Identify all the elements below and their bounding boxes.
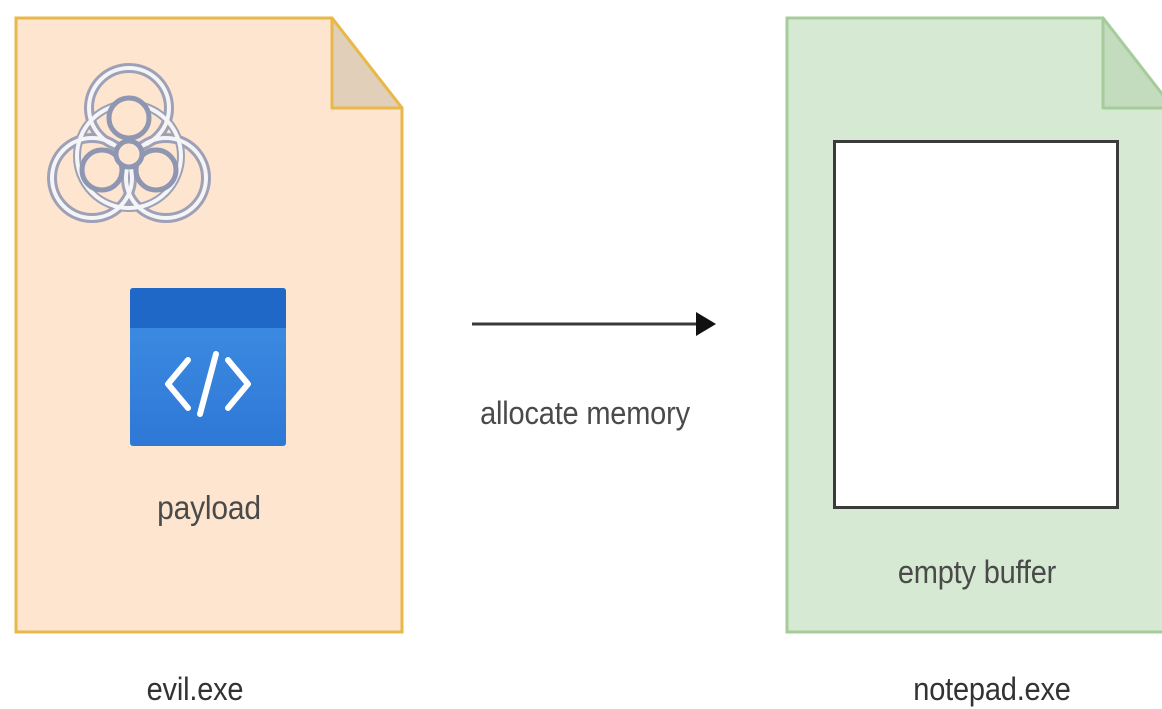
- code-window-titlebar: [130, 288, 286, 328]
- empty-buffer-box: [833, 140, 1119, 509]
- evil-exe-document: payload: [14, 16, 404, 634]
- biohazard-icon: [44, 50, 214, 245]
- payload-label: payload: [157, 489, 261, 527]
- notepad-exe-name: notepad.exe: [913, 672, 1071, 708]
- allocate-memory-arrow: [470, 308, 720, 340]
- code-window-icon: [130, 288, 286, 446]
- allocate-memory-label: allocate memory: [480, 396, 690, 432]
- evil-exe-name: evil.exe: [146, 672, 244, 708]
- notepad-exe-document: empty buffer: [785, 16, 1162, 634]
- empty-buffer-label: empty buffer: [897, 555, 1057, 591]
